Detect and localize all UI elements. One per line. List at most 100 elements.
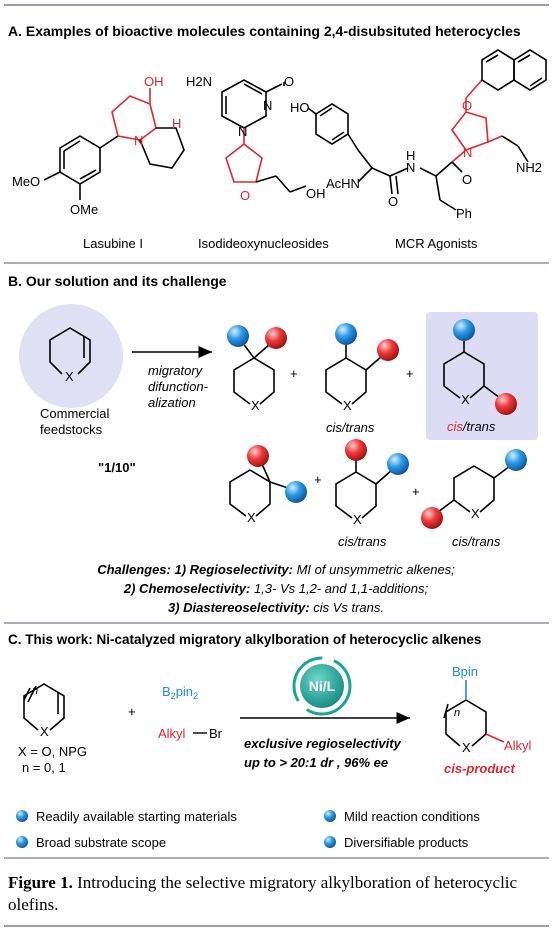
mcr-h: H (406, 148, 415, 163)
caption-text: Introducing the selective migratory alky… (8, 873, 518, 914)
feature-2: Mild reaction conditions (344, 809, 480, 824)
iso-oh: OH (306, 186, 326, 201)
c-product-n: n (454, 707, 460, 719)
challenge-3-bold: 3) Diastereoselectivity: (168, 600, 310, 615)
product-34 (325, 342, 383, 405)
c-substrate-x: X (40, 724, 49, 739)
mcr-o3: O (462, 172, 472, 187)
p34b-x: X (353, 512, 362, 527)
p34b-red-ball (345, 439, 367, 461)
lasubine-oh: OH (144, 74, 164, 89)
challenge-line-1: Challenges: 1) Regioselectivity: MI of u… (97, 562, 455, 577)
p25-red-ball (421, 507, 443, 529)
challenge-line-3: 3) Diastereoselectivity: cis Vs trans. (168, 600, 384, 615)
gem44-blue-ball (227, 325, 249, 347)
feature-bullet-4 (324, 836, 336, 848)
iso-n1: N (263, 98, 272, 113)
product-gem33 (229, 463, 289, 517)
plus-b3: + (314, 472, 322, 487)
section-c-header: C. This work: Ni-catalyzed migratory alk… (8, 632, 481, 647)
conditions-line-2: up to > 20:1 dr , 96% ee (244, 755, 388, 770)
figure-caption: Figure 1. Introducing the selective migr… (8, 872, 548, 916)
catalyst-label: Ni/L (309, 678, 336, 694)
mcr-n: N (463, 145, 472, 160)
caption-label: Figure 1. (8, 873, 73, 892)
catalyst-disc (300, 664, 344, 708)
p34-blue-ball (335, 323, 357, 345)
feature-1: Readily available starting materials (36, 809, 237, 824)
challenge-2-rest: 1,3- Vs 1,2- and 1,1-additions; (250, 581, 428, 596)
arrow-text-3: alization (148, 395, 196, 410)
challenge-3-rest: cis Vs trans. (310, 600, 384, 615)
product-25 (437, 465, 511, 513)
section-b-header: B. Our solution and its challenge (8, 273, 227, 289)
lasubine-structure (43, 88, 185, 200)
feature-4: Diversifiable products (344, 835, 469, 850)
challenge-line-2: 2) Chemoselectivity: 1,3- Vs 1,2- and 1,… (123, 581, 429, 596)
lasubine-meo: MeO (12, 174, 40, 189)
p34-cistrans: cis/trans (326, 420, 375, 435)
arrow-text-1: migratory (148, 363, 204, 378)
substrate-ring (49, 327, 91, 375)
iso-o2: O (240, 188, 250, 203)
p25-cistrans: cis/trans (452, 534, 501, 549)
p25-x: X (471, 506, 480, 521)
p34b-cistrans: cis/trans (338, 534, 387, 549)
catalyst-ring (292, 656, 352, 716)
c-product-x: X (462, 740, 471, 755)
cis-product-label: cis-product (444, 761, 515, 776)
lasubine-name: Lasubine I (83, 236, 143, 251)
p24-cis: cis (447, 419, 463, 434)
p24-red-ball (495, 393, 517, 415)
conditions-line-1: exclusive regioselectivity (244, 736, 402, 751)
alkyl-bromide-br: Br (209, 726, 223, 741)
mcr-o1: O (462, 98, 472, 113)
c-substrate-ring (23, 683, 65, 731)
p24-x: X (461, 392, 470, 407)
challenge-1-rest: MI of unsymmetric alkenes; (293, 562, 455, 577)
plus-c: + (128, 704, 136, 719)
ratio-label: "1/10" (98, 460, 136, 475)
p24-cistrans: cis/trans (447, 419, 496, 434)
gem44-red-ball (265, 327, 287, 349)
iso-h2n: H2N (186, 74, 212, 89)
p34-red-ball (377, 339, 399, 361)
p24-blue-ball (453, 319, 475, 341)
n-definition: n = 0, 1 (22, 760, 66, 775)
challenge-1-bold: Challenges: 1) Regioselectivity: (97, 562, 293, 577)
substrate-x: X (65, 369, 74, 384)
iso-n2: N (238, 124, 247, 139)
plus-b1: + (290, 366, 298, 381)
section-a-header: A. Examples of bioactive molecules conta… (8, 23, 521, 39)
c-substrate-n: n (32, 685, 38, 697)
p34b-blue-ball (387, 453, 409, 475)
lasubine-n: N (134, 133, 143, 148)
p25-blue-ball (505, 449, 527, 471)
plus-b4: + (412, 484, 420, 499)
iso-o1: O (284, 74, 294, 89)
b2pin2-pin: pin (176, 684, 193, 699)
mcr-achn: AcHN (326, 176, 360, 191)
alkyl-bromide-alkyl: Alkyl (158, 726, 186, 741)
b2pin2-sub1: 2 (171, 691, 176, 701)
b2pin2-b: B (162, 684, 171, 699)
feature-bullet-3 (16, 836, 28, 848)
gem33-red-ball (247, 445, 269, 467)
isodideoxy-structure (221, 79, 307, 193)
c-product-ring (443, 680, 505, 747)
feedstock-label-1: Commercial (40, 406, 109, 421)
mcr-o2: O (388, 194, 398, 209)
c-product-alkyl: Alkyl (504, 738, 532, 753)
gem33-x: X (247, 510, 256, 525)
b2pin2-sub2: 2 (193, 691, 198, 701)
feedstock-label-2: feedstocks (40, 422, 103, 437)
iso-name: Isodideoxynucleosides (198, 236, 329, 251)
product-34b (335, 458, 393, 519)
mcr-name: MCR Agonists (395, 236, 478, 251)
mcr-n2: N (406, 160, 415, 175)
lasubine-ome: OMe (70, 202, 98, 217)
product-gem44 (233, 341, 275, 405)
plus-b2: + (406, 366, 414, 381)
feature-bullet-2 (324, 810, 336, 822)
